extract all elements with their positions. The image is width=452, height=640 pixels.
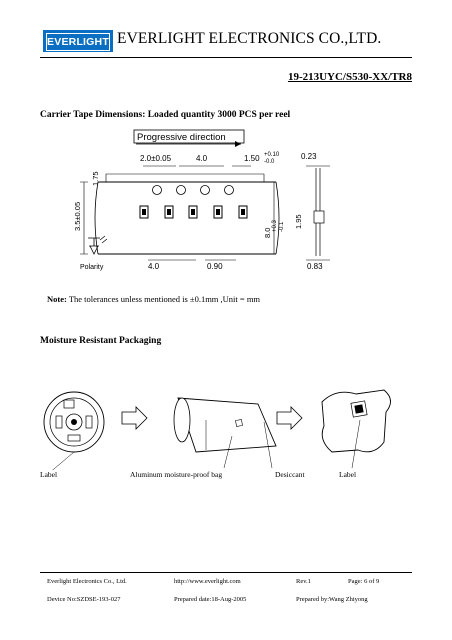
arrow-icon	[121, 406, 148, 430]
footer-rev: Rev.1	[296, 578, 311, 585]
dim-tol-plus: +0.10	[264, 152, 280, 158]
header-rule	[40, 57, 412, 58]
dim-tol-minus: -0.0	[264, 159, 275, 165]
progressive-direction-label: Progressive direction	[137, 132, 226, 143]
label-desiccant: Desiccant	[275, 470, 305, 479]
dim-8-tol-minus: -0.1	[279, 221, 285, 232]
dim-4-0-bottom: 4.0	[148, 262, 160, 271]
polarity-label: Polarity	[80, 264, 104, 271]
dim-3-5: 3.5±0.05	[73, 202, 82, 231]
dim-8-0: 8.0	[263, 228, 272, 238]
note-text: The tolerances unless mentioned is ±0.1m…	[68, 294, 261, 304]
part-number: 19-213UYC/S530-XX/TR8	[287, 71, 412, 83]
footer-device: Device No:SZDSE-193-027	[47, 596, 121, 603]
dim-1-75: 1.75	[91, 171, 100, 186]
label-reel: Label	[40, 470, 58, 479]
label-aluminum-bag: Aluminum moisture-proof bag	[130, 470, 223, 479]
dim-0-83: 0.83	[307, 262, 323, 271]
carrier-tape-diagram: Progressive direction 2.0±0.05 4.0 1.50 …	[73, 129, 330, 271]
dim-0-23: 0.23	[301, 152, 317, 161]
footer-company: Everlight Electronics Co., Ltd.	[47, 578, 127, 585]
everlight-logo: EVERLIGHT	[43, 30, 113, 52]
logo-text: EVERLIGHT	[46, 33, 110, 51]
tolerance-note: Note: The tolerances unless mentioned is…	[47, 294, 260, 304]
footer-page: Page: 6 of 9	[348, 578, 380, 585]
footer-rule	[40, 572, 412, 573]
dim-4-0-top: 4.0	[196, 154, 208, 163]
company-name: EVERLIGHT ELECTRONICS CO.,LTD.	[117, 30, 382, 47]
dim-8-tol-plus: +0.3	[272, 219, 278, 232]
moisture-title: Moisture Resistant Packaging	[40, 336, 162, 346]
carrier-tape-title: Carrier Tape Dimensions: Loaded quantity…	[40, 110, 291, 120]
sealed-bag-icon	[321, 389, 391, 453]
dim-0-90: 0.90	[207, 262, 223, 271]
dim-1-95: 1.95	[294, 214, 303, 229]
label-bag-label: Label	[339, 470, 357, 479]
arrow-icon	[276, 406, 303, 430]
reel-icon	[43, 391, 105, 453]
footer-prepared-date: Prepared date:18-Aug-2005	[174, 596, 247, 603]
dim-1-50: 1.50	[244, 154, 260, 163]
footer-prepared-by: Prepared by:Wang Zhiyong	[296, 596, 368, 603]
bag-icon	[173, 397, 277, 453]
note-label: Note:	[47, 294, 67, 304]
dim-2-0: 2.0±0.05	[140, 154, 172, 163]
footer-url: http://www.everlight.com	[174, 578, 241, 585]
moisture-packaging-diagram	[43, 389, 391, 470]
